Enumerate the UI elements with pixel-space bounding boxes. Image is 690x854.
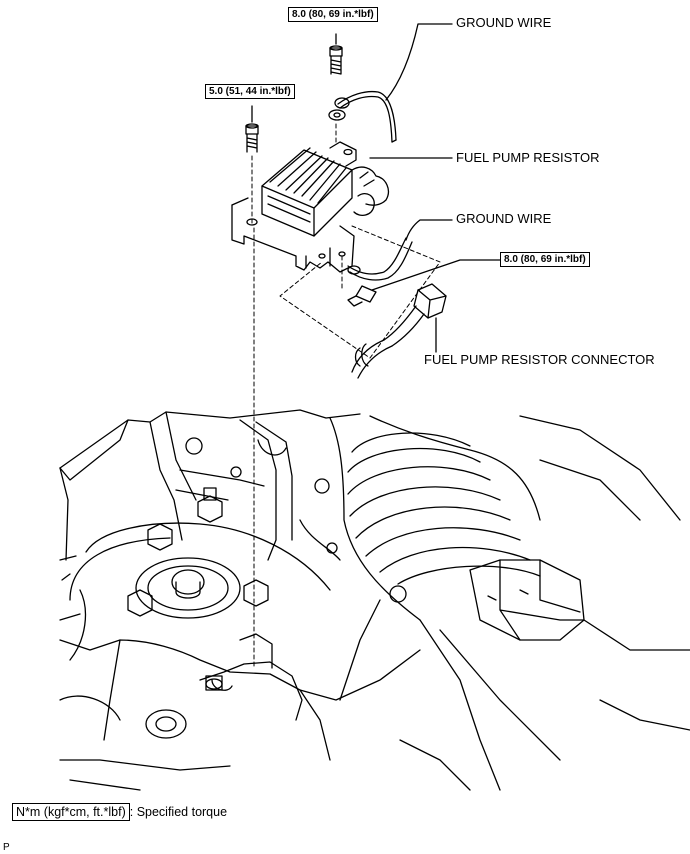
- ground-wire-mid-icon: [347, 237, 413, 307]
- torque-spec-left-bolt: 5.0 (51, 44 in.*lbf): [205, 84, 295, 99]
- label-fuel-pump-resistor-connector: FUEL PUMP RESISTOR CONNECTOR: [424, 352, 655, 367]
- torque-spec-ground-bolt: 8.0 (80, 69 in.*lbf): [500, 252, 590, 267]
- torque-legend: N*m (kgf*cm, ft.*lbf): Specified torque: [12, 803, 228, 821]
- label-ground-wire-top: GROUND WIRE: [456, 15, 552, 30]
- legend-description: : Specified torque: [129, 805, 228, 819]
- ground-wire-top-icon: [334, 90, 397, 143]
- corner-mark: P: [3, 842, 10, 853]
- leader-ground-torque: [371, 259, 501, 291]
- fuel-pump-resistor-icon: [231, 141, 390, 273]
- washer-icon: [328, 109, 346, 121]
- vehicle-body-icon: [59, 409, 690, 791]
- legend-unit-box: N*m (kgf*cm, ft.*lbf): [12, 803, 130, 821]
- label-ground-wire-mid: GROUND WIRE: [456, 211, 552, 226]
- torque-spec-top-bolt: 8.0 (80, 69 in.*lbf): [288, 7, 378, 22]
- label-fuel-pump-resistor: FUEL PUMP RESISTOR: [456, 150, 600, 165]
- alignment-lines: [251, 123, 441, 669]
- leader-ground-wire-mid: [405, 219, 453, 241]
- leader-ground-wire-top: [385, 23, 453, 101]
- top-bolt-icon: [329, 45, 343, 75]
- left-bolt-icon: [245, 123, 259, 153]
- fuel-pump-resistor-connector-icon: [351, 283, 447, 379]
